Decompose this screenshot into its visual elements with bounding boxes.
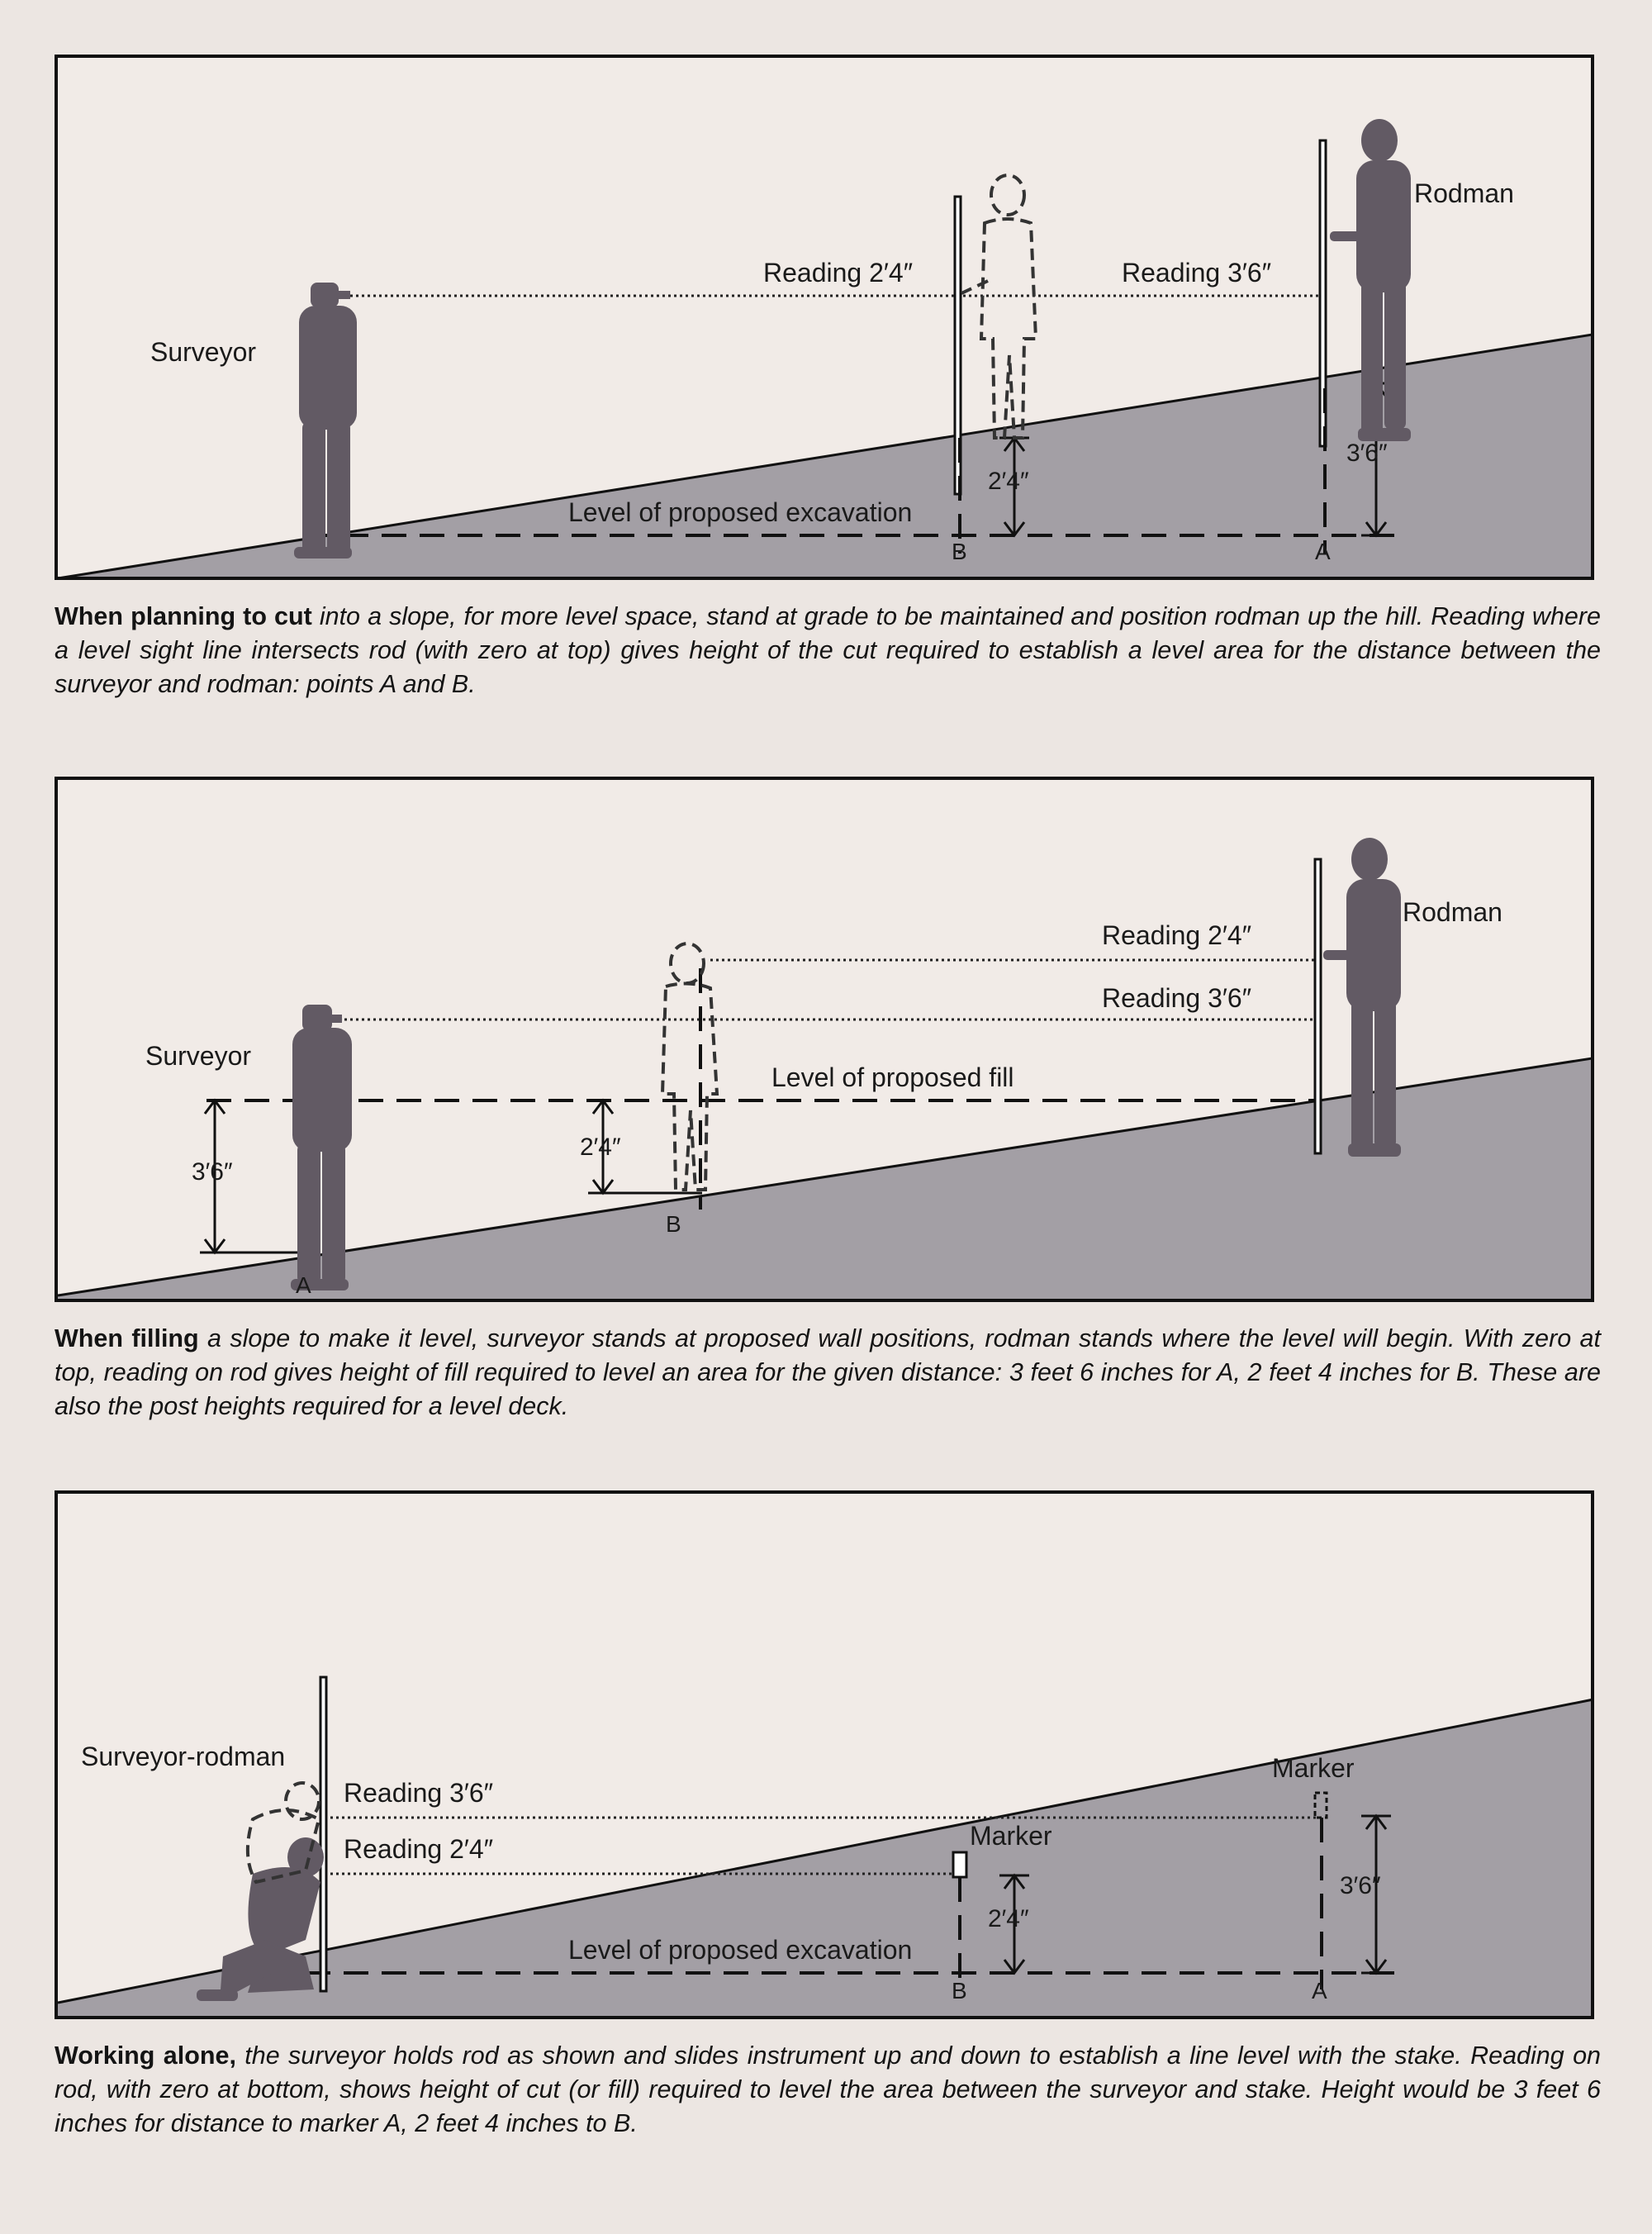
reading-near-label: Reading 2′4″: [763, 258, 914, 288]
marker-stake: [952, 1851, 968, 1879]
point-b-label: B: [666, 1211, 681, 1237]
ground-line: [58, 1699, 1591, 2004]
surveyor-figure: [197, 1837, 324, 2001]
caption-body: the surveyor holds rod as shown and slid…: [55, 2041, 1601, 2137]
working-alone-panel: Surveyor-rodman Reading 3′6″ Reading 2′4…: [55, 1490, 1594, 2019]
ghost-figure: [660, 942, 719, 1191]
surveyor-label: Surveyor: [145, 1041, 252, 1071]
dim-a-label: 3′6″: [1346, 440, 1388, 467]
reading-upper-label: Reading 3′6″: [344, 1778, 494, 1808]
rodman-label: Rodman: [1414, 178, 1514, 208]
working-alone-drawing: [58, 1676, 1591, 2016]
reading-upper-label: Reading 2′4″: [1102, 920, 1252, 950]
dim-b-label: 2′4″: [580, 1134, 621, 1161]
working-alone-caption: Working alone, the surveyor holds rod as…: [55, 2039, 1601, 2141]
dim-b-label: 2′4″: [988, 1905, 1029, 1932]
marker-b-label: Marker: [970, 1821, 1052, 1851]
surveyor-figure: [291, 1005, 352, 1290]
hill-slope: [58, 1699, 1591, 2016]
leveling-rod: [1313, 858, 1322, 1155]
rodman-label: Rodman: [1403, 897, 1502, 927]
point-a-label: A: [296, 1272, 311, 1298]
fill-level-label: Level of proposed fill: [771, 1062, 1014, 1092]
ghost-figure: [961, 173, 1038, 440]
marker-a-label: Marker: [1272, 1753, 1355, 1783]
surveyor-figure: [294, 283, 357, 558]
rodman-figure: [1330, 119, 1411, 441]
point-a-label: A: [1312, 1978, 1327, 2003]
leveling-rod: [1318, 139, 1327, 448]
cut-caption: When planning to cut into a slope, for m…: [55, 600, 1601, 701]
leveling-rod: [319, 1676, 328, 1993]
fill-diagram-drawing: [58, 838, 1591, 1299]
dim-b-label: 2′4″: [988, 468, 1029, 495]
dim-a-label: 3′6″: [1340, 1872, 1381, 1899]
point-a-label: A: [1315, 539, 1331, 564]
reading-lower-label: Reading 3′6″: [1102, 983, 1252, 1013]
fill-diagram-panel: Surveyor Rodman Reading 2′4″ Reading 3′6…: [55, 777, 1594, 1302]
excavation-level-label: Level of proposed excavation: [568, 1935, 913, 1965]
point-b-label: B: [952, 1978, 967, 2003]
reading-far-label: Reading 3′6″: [1122, 258, 1272, 288]
caption-body: a slope to make it level, surveyor stand…: [55, 1324, 1601, 1420]
dim-a-label: 3′6″: [192, 1158, 233, 1186]
excavation-level-label: Level of proposed excavation: [568, 497, 913, 527]
leveling-rod: [953, 195, 962, 496]
rodman-figure: [1323, 838, 1401, 1157]
surveyor-label: Surveyor: [150, 337, 257, 367]
fill-caption: When filling a slope to make it level, s…: [55, 1322, 1601, 1424]
caption-lead: Working alone,: [55, 2041, 236, 2070]
caption-lead: When planning to cut: [55, 602, 312, 630]
caption-body: into a slope, for more level space, stan…: [55, 602, 1601, 698]
caption-lead: When filling: [55, 1324, 199, 1352]
point-b-label: B: [952, 539, 967, 564]
cut-diagram-panel: Surveyor Rodman Reading 2′4″ Reading 3′6…: [55, 55, 1594, 580]
reading-lower-label: Reading 2′4″: [344, 1834, 494, 1864]
ghost-figure: [245, 1781, 321, 1885]
cut-diagram-drawing: [60, 119, 1591, 577]
surveyor-rodman-label: Surveyor-rodman: [81, 1742, 286, 1771]
